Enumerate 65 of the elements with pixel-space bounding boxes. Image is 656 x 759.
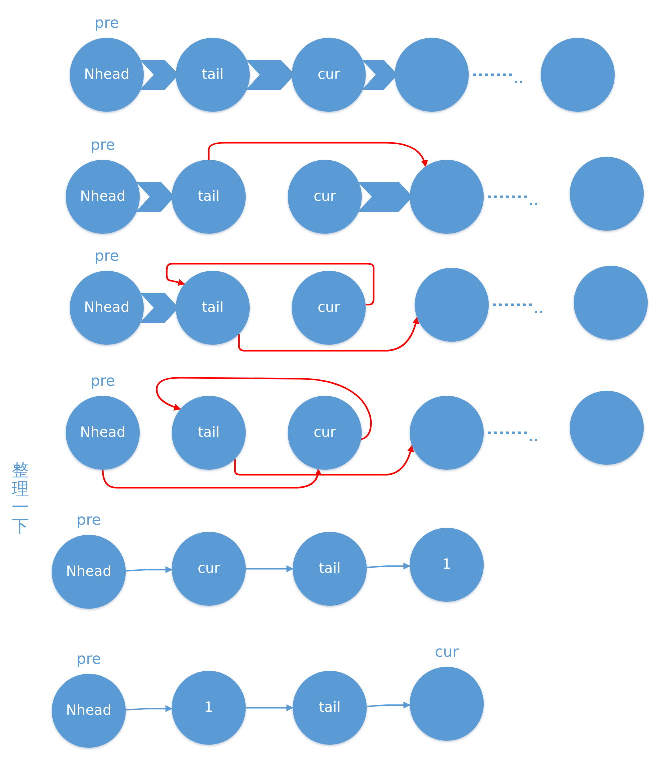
chevron-arrow [140, 60, 179, 90]
list-node-circle [288, 160, 362, 234]
chevron-arrow [136, 182, 175, 212]
list-node-circle [172, 671, 246, 745]
node-label: tail [319, 561, 341, 577]
node-label: Nhead [80, 189, 126, 205]
list-node-circle [172, 160, 246, 234]
pointer-label: pre [90, 136, 116, 154]
pointer-label: pre [94, 14, 120, 32]
node-label: cur [198, 561, 220, 577]
node-label: tail [202, 300, 224, 316]
link-arrow [246, 566, 294, 572]
node-label: Nhead [80, 425, 126, 441]
pointer-label: pre [90, 372, 116, 390]
node-label: cur [314, 189, 336, 205]
pointer-arrow [166, 263, 375, 306]
list-node-circle [293, 532, 367, 606]
pointer-label: pre [76, 650, 102, 668]
chevron-arrow [358, 182, 413, 212]
pointer-arrow [156, 377, 372, 440]
pointer-label: pre [76, 511, 102, 529]
pointer-arrow [234, 445, 414, 476]
link-arrow [126, 566, 173, 574]
chevron-arrow [362, 60, 398, 90]
list-node-circle [176, 271, 250, 345]
node-label: Nhead [66, 703, 112, 719]
node-label: tail [202, 67, 224, 83]
list-node-circle [172, 396, 246, 470]
node-label: 1 [204, 700, 214, 716]
link-arrow [366, 702, 411, 709]
node-label: Nhead [84, 67, 130, 83]
chevron-arrow [246, 60, 295, 90]
pointer-label: pre [94, 247, 120, 265]
list-node-circle [574, 266, 648, 340]
link-arrow [126, 705, 173, 712]
side-note: 整理一下 [12, 462, 29, 537]
list-node-circle [395, 38, 469, 112]
link-arrow [366, 562, 411, 570]
pointer-label: cur [435, 643, 459, 661]
node-label: cur [314, 425, 336, 441]
list-node-circle [292, 38, 366, 112]
list-node-circle [176, 38, 250, 112]
node-label: 1 [442, 557, 452, 573]
node-label: Nhead [84, 300, 130, 316]
list-node-circle [541, 38, 615, 112]
list-node-circle [570, 391, 644, 465]
list-node-circle [410, 160, 484, 234]
list-node-circle [570, 157, 644, 231]
node-label: cur [318, 67, 340, 83]
chevron-arrow [140, 293, 179, 323]
list-node-circle [292, 271, 366, 345]
list-node-circle [293, 671, 367, 745]
node-label: tail [198, 425, 220, 441]
list-node-circle [410, 528, 484, 602]
list-node-circle [288, 396, 362, 470]
pointer-arrow [208, 142, 428, 168]
node-label: tail [319, 700, 341, 716]
list-node-circle [410, 396, 484, 470]
pointer-arrow [102, 468, 322, 489]
link-arrow [246, 704, 294, 712]
list-node-circle [172, 532, 246, 606]
list-node-circle [415, 268, 489, 342]
node-label: cur [318, 300, 340, 316]
node-label: Nhead [66, 564, 112, 580]
node-label: tail [198, 189, 220, 205]
